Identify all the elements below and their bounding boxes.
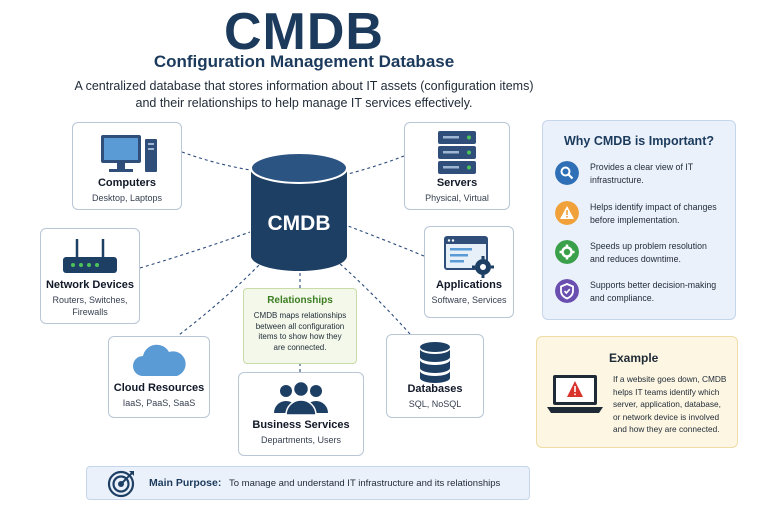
why-item-line: Supports better decision-making xyxy=(590,280,717,290)
why-item: Helps identify impact of changes before … xyxy=(555,201,731,235)
example-line: helps IT teams identify which xyxy=(613,386,720,397)
why-item-text: Helps identify impact of changes before … xyxy=(590,201,735,227)
example-text: If a website goes down, CMDB helps IT te… xyxy=(613,373,735,436)
why-item-line: and reduces downtime. xyxy=(590,254,681,264)
why-item-text: Supports better decision-making and comp… xyxy=(590,279,735,305)
target-icon xyxy=(107,470,135,498)
gear-icon xyxy=(555,240,579,264)
node-name: Applications xyxy=(435,279,502,291)
description-line: A centralized database that stores infor… xyxy=(74,79,534,93)
purpose-label: Main Purpose: xyxy=(149,477,222,489)
hub-label: CMDB xyxy=(267,212,331,235)
page-subtitle: Configuration Management Database xyxy=(153,52,455,71)
relationships-box: Relationships CMDB maps relationships be… xyxy=(243,288,357,364)
example-title: Example xyxy=(609,351,659,365)
example-line: and how they are connected. xyxy=(613,424,720,434)
example-line: server, application, database, xyxy=(613,399,721,409)
why-item-text: Provides a clear view of IT infrastructu… xyxy=(590,161,735,187)
node-name: Computers xyxy=(97,177,157,189)
relationships-line: items to show how they xyxy=(258,332,342,341)
connector-computers xyxy=(181,151,251,171)
search-icon xyxy=(555,161,579,185)
example-line: If a website goes down, CMDB xyxy=(613,374,727,384)
people-icon xyxy=(274,380,328,416)
router-icon xyxy=(63,239,117,273)
laptop-alert-icon xyxy=(547,375,603,413)
why-title: Why CMDB is Important? xyxy=(564,134,714,148)
why-item: Speeds up problem resolution and reduces… xyxy=(555,240,731,274)
node-cloud-resources: Cloud Resources IaaS, PaaS, SaaS xyxy=(108,336,210,418)
description-line: and their relationships to help manage I… xyxy=(135,96,473,110)
node-detail: SQL, NoSQL xyxy=(408,399,462,409)
example-panel: Example If a website goes down, CMDB hel… xyxy=(536,336,738,448)
node-detail-line: Firewalls xyxy=(72,307,108,317)
why-item-line: and compliance. xyxy=(590,293,655,303)
page-description: A centralized database that stores infor… xyxy=(70,78,538,112)
node-business-services: Business Services Departments, Users xyxy=(238,372,364,456)
purpose-text: To manage and understand IT infrastructu… xyxy=(229,478,501,489)
relationships-text: CMDB maps relationships between all conf… xyxy=(250,311,350,353)
cmdb-database-cylinder xyxy=(250,152,348,271)
connector-databases xyxy=(337,261,411,335)
node-detail: Software, Services xyxy=(431,295,507,305)
node-detail: Routers, Switches, Firewalls xyxy=(41,294,139,318)
connector-applications xyxy=(347,225,425,257)
relationships-line: are connected. xyxy=(273,342,327,352)
shield-icon xyxy=(555,279,579,303)
node-name: Network Devices xyxy=(45,279,135,291)
connector-servers xyxy=(347,155,405,175)
server-icon xyxy=(438,131,476,174)
why-important-panel: Why CMDB is Important? Provides a clear … xyxy=(542,120,736,320)
node-name: Servers xyxy=(436,177,478,189)
why-item-text: Speeds up problem resolution and reduces… xyxy=(590,240,735,266)
node-name: Cloud Resources xyxy=(113,382,205,394)
why-item-line: Provides a clear view of IT xyxy=(590,162,694,172)
node-detail: Desktop, Laptops xyxy=(91,193,163,203)
node-computers: Computers Desktop, Laptops xyxy=(72,122,182,210)
node-detail: Departments, Users xyxy=(260,435,342,445)
relationships-line: between all configuration xyxy=(255,321,345,331)
relationships-line: CMDB maps relationships xyxy=(253,311,347,320)
node-detail: Physical, Virtual xyxy=(425,193,489,203)
connector-cloud xyxy=(174,261,263,339)
node-applications: Applications Software, Services xyxy=(424,226,514,318)
cloud-icon xyxy=(133,344,186,376)
node-name: Business Services xyxy=(252,419,350,431)
node-network-devices: Network Devices Routers, Switches, Firew… xyxy=(40,228,140,324)
example-line: or network device is involved xyxy=(613,411,720,422)
why-item-line: Speeds up problem resolution xyxy=(590,241,707,251)
node-servers: Servers Physical, Virtual xyxy=(404,122,510,210)
why-item-line: infrastructure. xyxy=(590,175,644,185)
computer-icon xyxy=(101,135,157,172)
database-icon xyxy=(420,342,450,383)
app-window-icon xyxy=(444,236,494,278)
why-item: Provides a clear view of IT infrastructu… xyxy=(555,161,731,195)
why-item: Supports better decision-making and comp… xyxy=(555,279,731,313)
why-item-line: Helps identify impact of changes xyxy=(590,202,717,212)
node-detail-line: Routers, Switches, xyxy=(52,295,128,305)
warning-icon xyxy=(555,201,579,225)
node-name: Databases xyxy=(407,383,463,395)
node-detail: IaaS, PaaS, SaaS xyxy=(122,398,196,408)
page-title: CMDB xyxy=(224,3,384,61)
node-databases: Databases SQL, NoSQL xyxy=(386,334,484,418)
connector-network xyxy=(139,231,251,269)
relationships-title: Relationships xyxy=(267,295,333,306)
main-purpose-bar: Main Purpose: To manage and understand I… xyxy=(86,466,530,500)
why-item-line: before implementation. xyxy=(590,215,680,225)
